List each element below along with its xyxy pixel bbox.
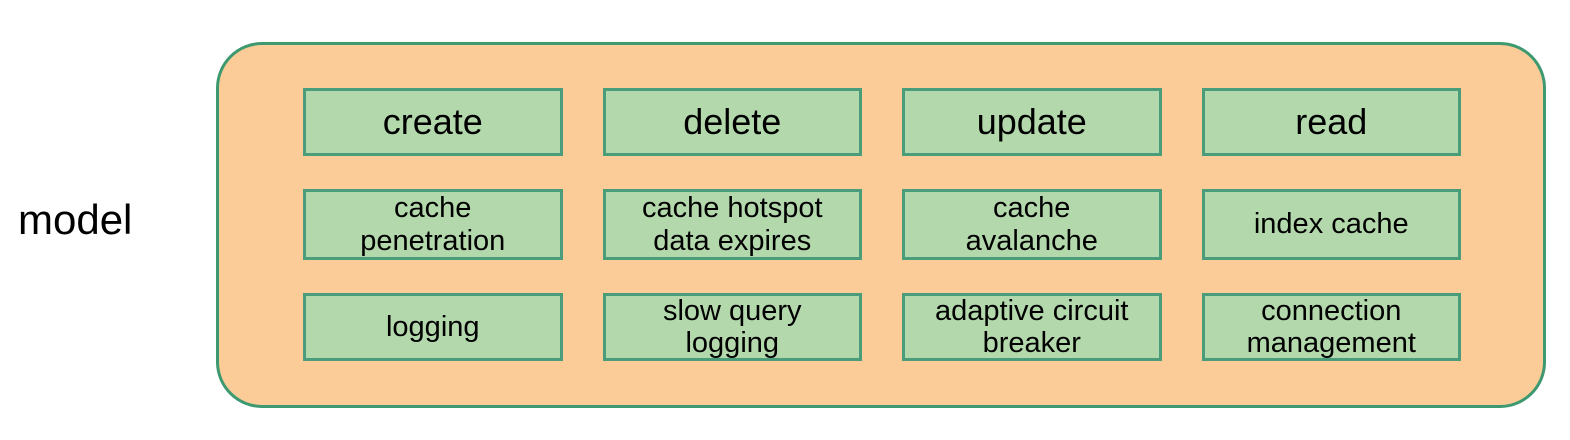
node-logging[interactable]: logging bbox=[303, 293, 563, 361]
node-cache-avalanche-label: cache avalanche bbox=[965, 192, 1098, 257]
node-logging-label: logging bbox=[385, 310, 480, 343]
node-slow-query-logging[interactable]: slow query logging bbox=[602, 293, 862, 361]
node-row-cache-concerns: cache penetration cache hotspot data exp… bbox=[303, 189, 1461, 260]
node-adaptive-circuit-breaker[interactable]: adaptive circuit breaker bbox=[902, 293, 1162, 361]
node-cache-hotspot-data-expires[interactable]: cache hotspot data expires bbox=[602, 189, 862, 260]
node-create-label: create bbox=[382, 100, 483, 142]
node-adaptive-circuit-breaker-label: adaptive circuit breaker bbox=[935, 294, 1129, 359]
node-delete[interactable]: delete bbox=[602, 88, 862, 156]
node-read-label: read bbox=[1295, 100, 1368, 142]
node-index-cache[interactable]: index cache bbox=[1201, 189, 1461, 260]
node-update-label: update bbox=[976, 100, 1087, 142]
node-slow-query-logging-label: slow query logging bbox=[662, 294, 802, 359]
model-label: model bbox=[18, 196, 133, 243]
node-cache-avalanche[interactable]: cache avalanche bbox=[902, 189, 1162, 260]
node-row-observability-resilience: logging slow query logging adaptive circ… bbox=[303, 293, 1461, 361]
node-cache-hotspot-data-expires-label: cache hotspot data expires bbox=[641, 192, 823, 257]
node-row-crud-operations: create delete update read bbox=[303, 88, 1461, 156]
node-cache-penetration-label: cache penetration bbox=[360, 192, 506, 257]
node-create[interactable]: create bbox=[303, 88, 563, 156]
node-index-cache-label: index cache bbox=[1253, 208, 1409, 241]
node-grid: create delete update read cache penetrat… bbox=[303, 88, 1461, 361]
node-cache-penetration[interactable]: cache penetration bbox=[303, 189, 563, 260]
model-group-container: create delete update read cache penetrat… bbox=[216, 42, 1546, 408]
node-delete-label: delete bbox=[683, 100, 782, 142]
node-update[interactable]: update bbox=[902, 88, 1162, 156]
node-read[interactable]: read bbox=[1201, 88, 1461, 156]
node-connection-management[interactable]: connection management bbox=[1201, 293, 1461, 361]
node-connection-management-label: connection management bbox=[1246, 294, 1416, 359]
